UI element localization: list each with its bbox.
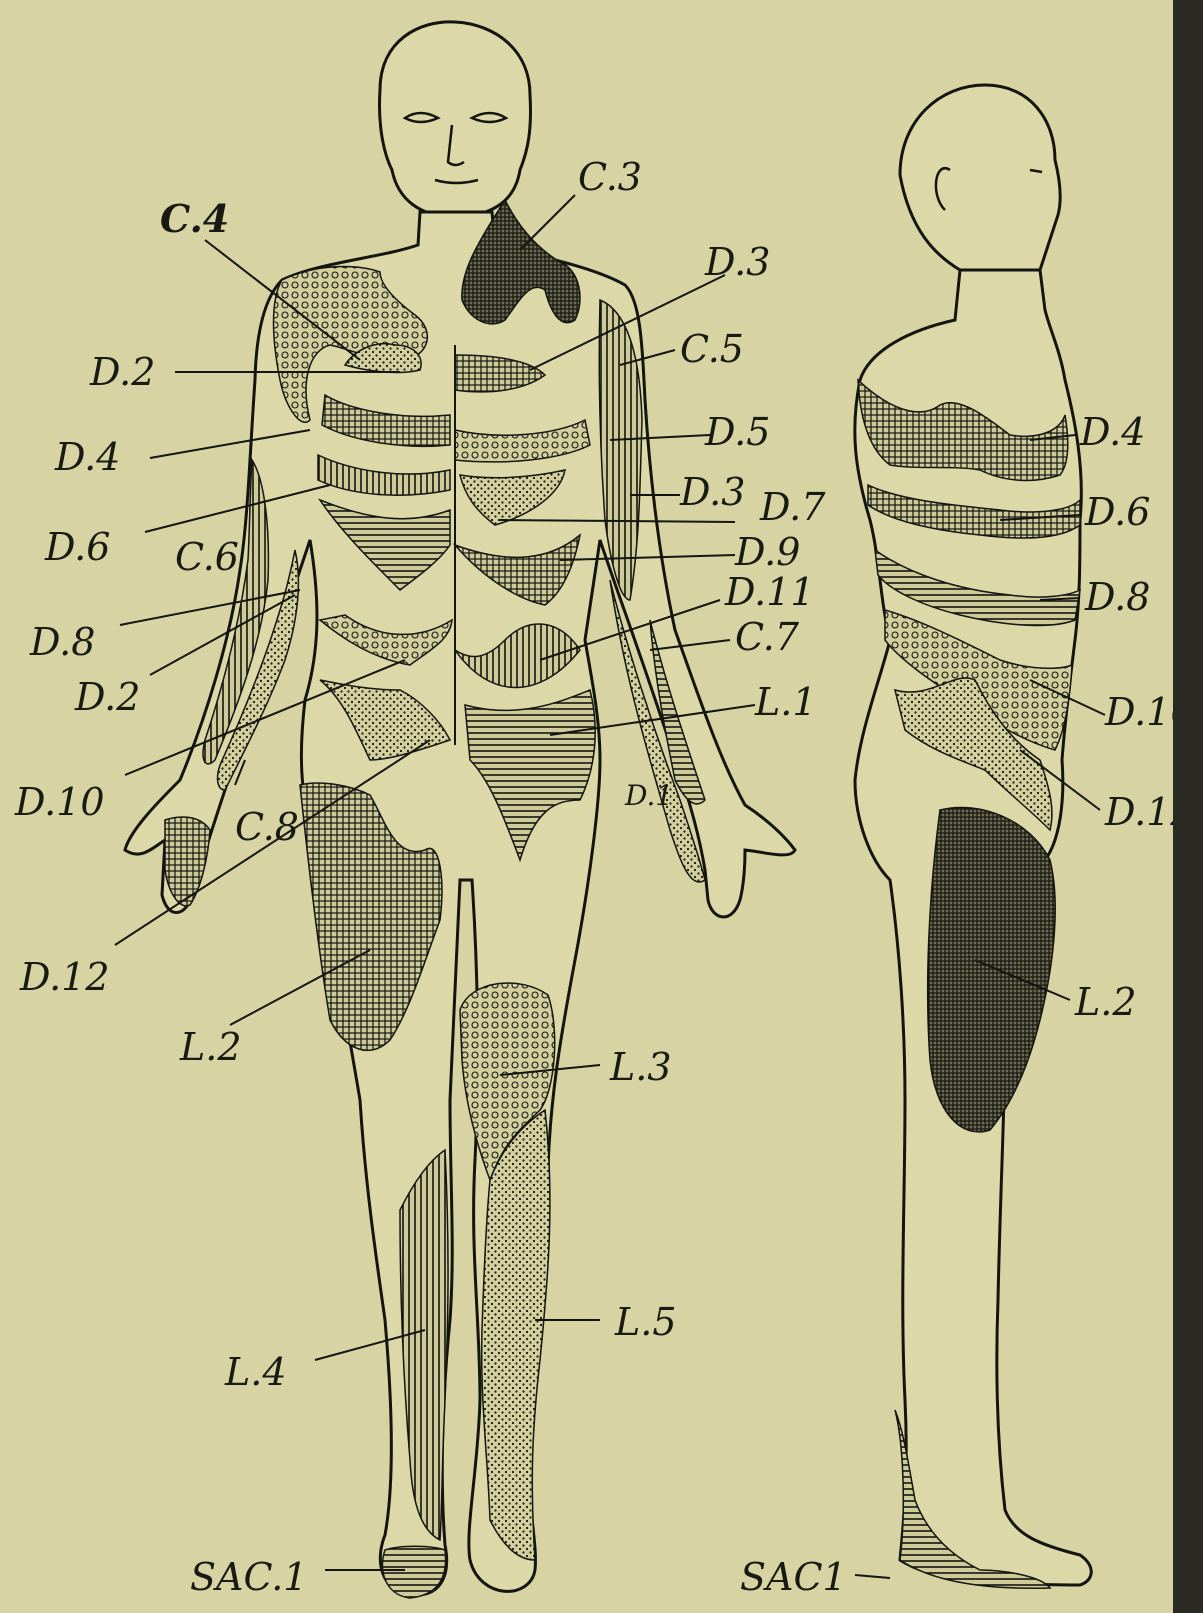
label-l5: L.5 [614, 1300, 677, 1344]
region-c8-hand [165, 817, 210, 906]
label-d11: D.11 [724, 570, 815, 614]
label-c5: C.5 [680, 327, 744, 371]
label-c3: C.3 [578, 155, 642, 199]
label-d5: D.5 [704, 410, 770, 454]
page-edge [1173, 0, 1203, 1613]
label-l2: L.2 [179, 1025, 242, 1069]
label-d4: D.4 [54, 435, 120, 479]
label-c6: C.6 [175, 535, 239, 579]
side-head [900, 85, 1060, 274]
label-d10: D.10 [14, 780, 105, 824]
label-c8: C.8 [235, 805, 299, 849]
label-d3b: D.3 [679, 470, 745, 514]
front-head [380, 22, 531, 218]
label-c7: C.7 [735, 615, 800, 659]
label-d2: D.2 [89, 350, 155, 394]
label-d8: D.8 [29, 620, 95, 664]
label-d1: D.1 [624, 779, 673, 812]
side-figure [855, 85, 1091, 1588]
label-d2b: D.2 [74, 675, 140, 719]
label-sac1: SAC.1 [190, 1555, 307, 1599]
side-label-l2: L.2 [1074, 980, 1137, 1024]
side-label-d4: D.4 [1079, 410, 1145, 454]
label-d9: D.9 [734, 530, 800, 574]
side-label-sac1: SAC1 [740, 1555, 847, 1599]
label-l3: L.3 [609, 1045, 672, 1089]
label-d3: D.3 [704, 240, 770, 284]
label-c4: C.4 [160, 196, 229, 241]
label-l4: L.4 [224, 1350, 287, 1394]
side-label-d8: D.8 [1084, 575, 1150, 619]
side-label-d6: D.6 [1084, 490, 1150, 534]
label-d6: D.6 [44, 525, 110, 569]
label-d12: D.12 [19, 955, 110, 999]
side-region-l2 [928, 807, 1056, 1131]
region-l5-shin [482, 1110, 550, 1560]
label-d7: D.7 [759, 485, 826, 529]
label-l1: L.1 [754, 680, 817, 724]
